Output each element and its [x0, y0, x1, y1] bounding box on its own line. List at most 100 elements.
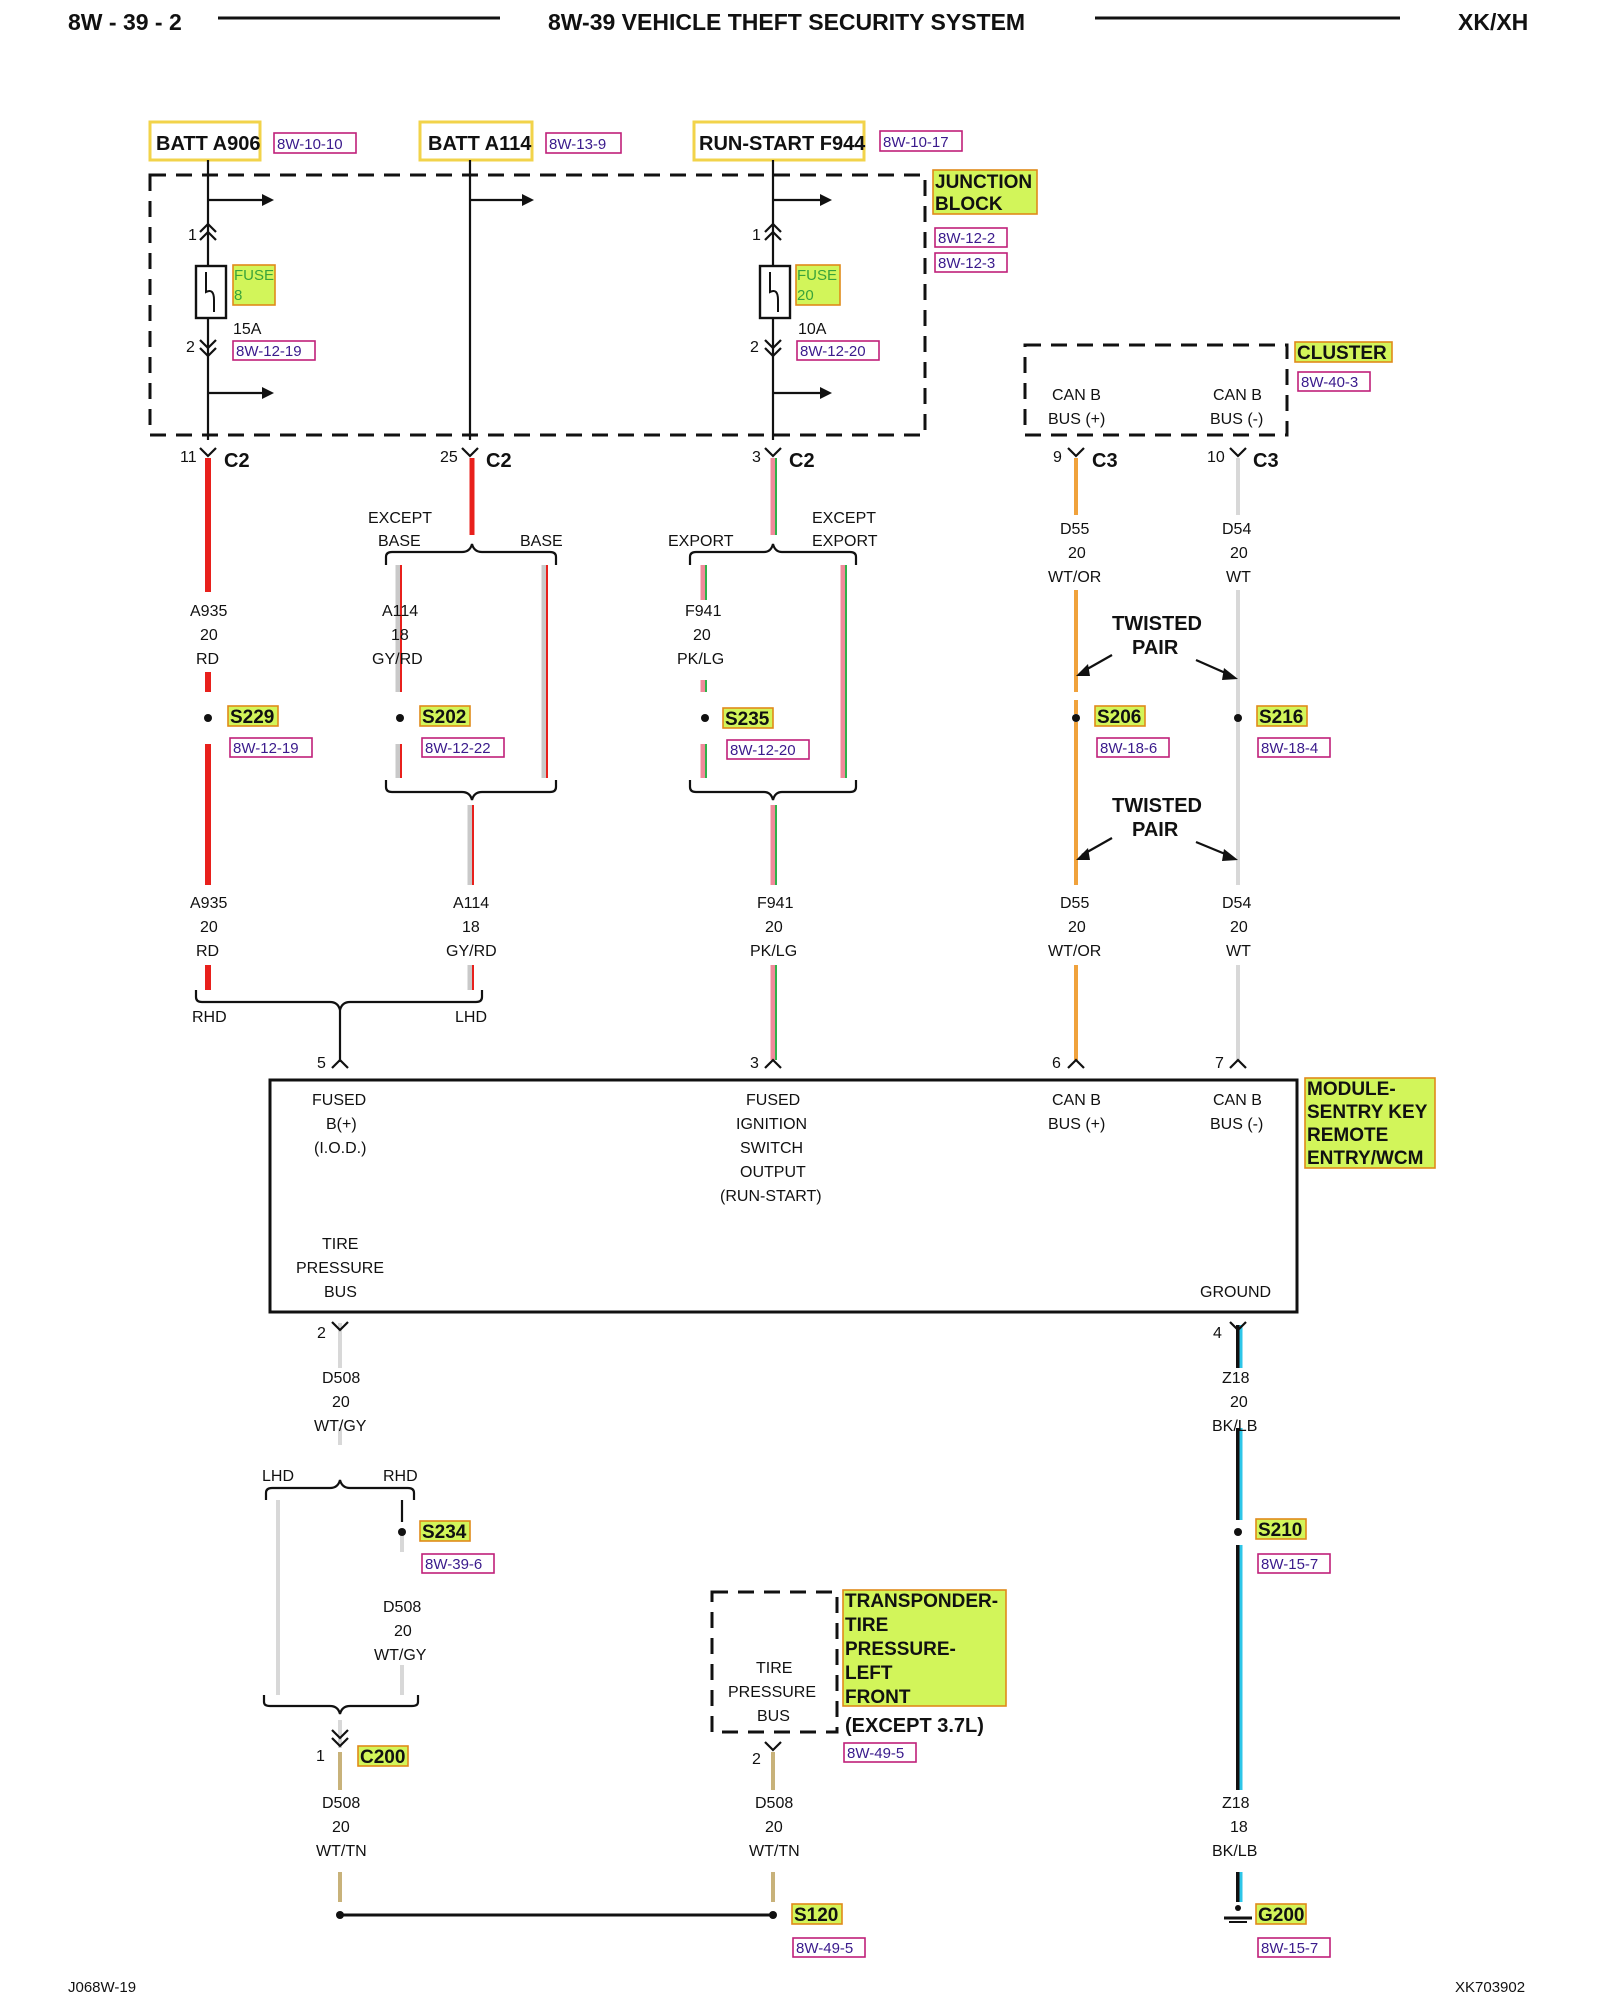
brace-merge-d508	[262, 1695, 420, 1715]
svg-text:A935: A935	[190, 895, 227, 912]
svg-text:4: 4	[1213, 1325, 1222, 1342]
footer-right-code: XK703902	[1455, 1979, 1525, 1996]
svg-text:WT/TN: WT/TN	[749, 1843, 800, 1860]
svg-text:F941: F941	[757, 895, 794, 912]
ref-link[interactable]: 8W-13-9	[549, 136, 606, 153]
svg-text:LHD: LHD	[455, 1009, 487, 1026]
svg-text:EXPORT: EXPORT	[812, 533, 878, 550]
svg-text:SENTRY KEY: SENTRY KEY	[1307, 1102, 1428, 1123]
svg-text:D55: D55	[1060, 895, 1089, 912]
twisted-pair-upper: TWISTED PAIR	[1076, 613, 1238, 680]
brace-export: EXPORT EXCEPT EXPORT	[668, 510, 878, 565]
svg-text:CLUSTER: CLUSTER	[1297, 343, 1387, 364]
svg-text:LHD: LHD	[262, 1468, 294, 1485]
ref-link[interactable]: 8W-10-10	[277, 136, 343, 153]
label-a114-bot: A114 18 GY/RD	[446, 895, 497, 960]
transponder-name-label: TRANSPONDER- TIRE PRESSURE- LEFT FRONT (…	[842, 1589, 1007, 1763]
svg-text:9: 9	[1053, 449, 1062, 466]
svg-text:18: 18	[1230, 1819, 1248, 1836]
ref-link[interactable]: 8W-12-20	[730, 742, 796, 759]
svg-text:S202: S202	[422, 707, 466, 728]
svg-text:D54: D54	[1222, 895, 1251, 912]
svg-text:BLOCK: BLOCK	[935, 194, 1003, 215]
svg-text:BUS: BUS	[757, 1708, 790, 1725]
ground-g200: G200 8W-15-7	[1224, 1903, 1331, 1958]
svg-text:WT/GY: WT/GY	[314, 1418, 367, 1435]
svg-text:2: 2	[750, 339, 759, 356]
connector-c2-pin3: 3 C2	[752, 447, 815, 472]
ref-link[interactable]: 8W-12-22	[425, 740, 491, 757]
svg-text:BUS: BUS	[324, 1284, 357, 1301]
ref-link[interactable]: 8W-10-17	[883, 134, 949, 151]
svg-text:D54: D54	[1222, 521, 1251, 538]
svg-text:S235: S235	[725, 709, 770, 730]
page-title: 8W-39 VEHICLE THEFT SECURITY SYSTEM	[548, 9, 1025, 35]
svg-text:S234: S234	[422, 1522, 467, 1543]
ref-link[interactable]: 8W-49-5	[796, 1940, 853, 1957]
svg-text:FUSE: FUSE	[234, 267, 274, 284]
label-d54-top: D54 20 WT	[1222, 521, 1251, 586]
ref-link[interactable]: 8W-15-7	[1261, 1940, 1318, 1957]
ref-link[interactable]: 8W-15-7	[1261, 1556, 1318, 1573]
module-pin-7: 7	[1215, 1055, 1247, 1072]
junction-block-label: JUNCTION BLOCK 8W-12-2 8W-12-3	[932, 169, 1038, 273]
svg-text:WT: WT	[1226, 943, 1251, 960]
svg-text:S216: S216	[1259, 707, 1303, 728]
svg-text:BUS (+): BUS (+)	[1048, 1116, 1105, 1133]
svg-text:A114: A114	[382, 603, 418, 620]
module-pin-4: 4	[1213, 1321, 1247, 1342]
svg-text:C2: C2	[224, 450, 250, 472]
svg-text:20: 20	[1230, 919, 1248, 936]
svg-text:D508: D508	[322, 1370, 360, 1387]
wire-d508-tire	[276, 1323, 775, 1902]
svg-text:CAN B: CAN B	[1213, 1092, 1262, 1109]
svg-text:2: 2	[317, 1325, 326, 1342]
svg-text:C3: C3	[1092, 450, 1118, 472]
ref-link[interactable]: 8W-12-20	[800, 343, 866, 360]
ref-link[interactable]: 8W-12-19	[233, 740, 299, 757]
ref-link[interactable]: 8W-49-5	[847, 1745, 904, 1762]
svg-text:C2: C2	[486, 450, 512, 472]
svg-text:PAIR: PAIR	[1132, 637, 1179, 659]
svg-text:PAIR: PAIR	[1132, 819, 1179, 841]
ref-link[interactable]: 8W-12-19	[236, 343, 302, 360]
svg-text:PRESSURE: PRESSURE	[728, 1684, 816, 1701]
label-d508-a: D508 20 WT/GY	[314, 1370, 367, 1435]
wire-z18-ground	[1236, 1325, 1243, 1902]
svg-text:20: 20	[1068, 545, 1086, 562]
svg-text:BUS (-): BUS (-)	[1210, 411, 1263, 428]
ref-link[interactable]: 8W-40-3	[1301, 374, 1358, 391]
svg-text:2: 2	[752, 1751, 761, 1768]
brace-lhd-rhd: LHD RHD	[262, 1468, 418, 1500]
fuse-20-label: FUSE 20 10A 8W-12-20	[795, 264, 880, 361]
svg-text:WT/GY: WT/GY	[374, 1647, 427, 1664]
svg-text:20: 20	[1068, 919, 1086, 936]
svg-text:3: 3	[752, 449, 761, 466]
splice-s234: S234 8W-39-6	[398, 1500, 495, 1574]
svg-text:6: 6	[1052, 1055, 1061, 1072]
svg-text:G200: G200	[1258, 1905, 1304, 1926]
junction-internal-bus-1: 1 2	[186, 160, 274, 440]
svg-text:18: 18	[391, 627, 409, 644]
brace-rhd-lhd: RHD LHD	[192, 990, 487, 1062]
ref-link[interactable]: 8W-39-6	[425, 1556, 482, 1573]
svg-text:11: 11	[180, 449, 197, 466]
ref-link[interactable]: 8W-18-4	[1261, 740, 1318, 757]
splice-s202: S202 8W-12-22	[394, 692, 505, 758]
svg-text:GROUND: GROUND	[1200, 1284, 1271, 1301]
svg-text:5: 5	[317, 1055, 326, 1072]
svg-text:D508: D508	[383, 1599, 421, 1616]
ref-link[interactable]: 8W-12-3	[938, 255, 995, 272]
splice-s216: S216 8W-18-4	[1234, 705, 1331, 758]
ref-link[interactable]: 8W-12-2	[938, 230, 995, 247]
svg-text:C200: C200	[360, 1747, 405, 1768]
label-a935-bot: A935 20 RD	[190, 895, 227, 960]
module-pin-labels: FUSED B(+) (I.O.D.) FUSED IGNITION SWITC…	[296, 1092, 1271, 1301]
svg-text:PRESSURE-: PRESSURE-	[845, 1639, 956, 1660]
svg-text:(I.O.D.): (I.O.D.)	[314, 1140, 366, 1157]
connector-c3-pin10: 10 C3	[1207, 447, 1279, 472]
ref-link[interactable]: 8W-18-6	[1100, 740, 1157, 757]
svg-text:CAN B: CAN B	[1052, 387, 1101, 404]
fuse-8-label: FUSE 8 15A 8W-12-19	[232, 264, 316, 361]
